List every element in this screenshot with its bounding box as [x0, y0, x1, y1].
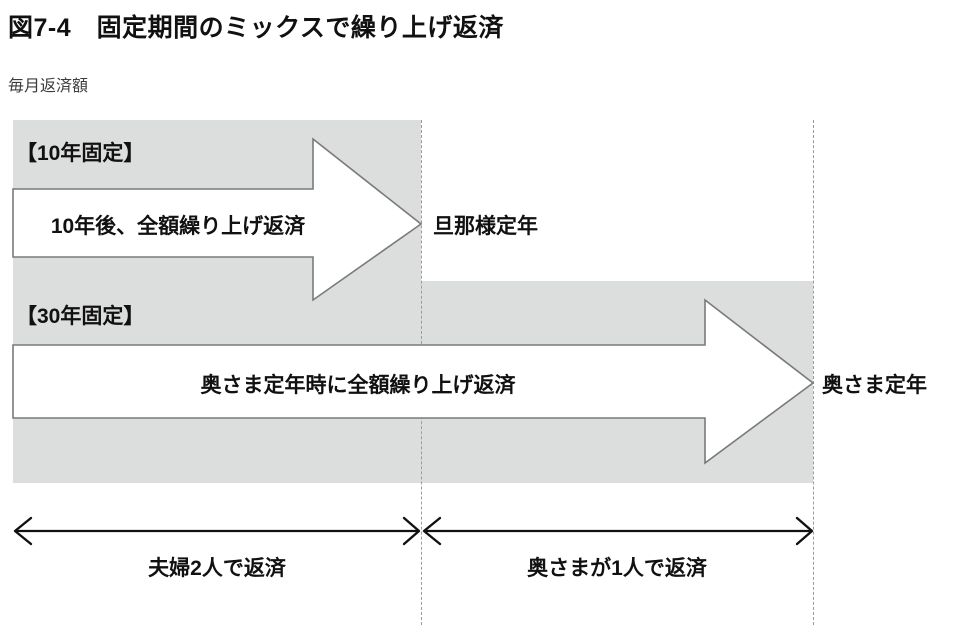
measure-arrowhead-wife-left [422, 516, 442, 546]
arrow-10y-fixed-shape [12, 137, 423, 302]
arrow-label-30y-fixed: 奥さま定年時に全額繰り上げ返済 [200, 374, 516, 397]
period-label-wife-only: 奥さまが1人で返済 [527, 557, 707, 580]
period-label-couple: 夫婦2人で返済 [148, 557, 286, 580]
y-axis-caption: 毎月返済額 [8, 78, 89, 95]
arrow-30y-fixed-shape [12, 298, 815, 465]
bar-tag-30y-fixed: 【30年固定】 [16, 305, 145, 328]
measure-arrowhead-couple-left [13, 516, 33, 546]
milestone-label-husband-retirement: 旦那様定年 [433, 215, 538, 238]
arrow-label-10y-fixed: 10年後、全額繰り上げ返済 [50, 215, 306, 238]
figure-title: 図7-4 固定期間のミックスで繰り上げ返済 [8, 14, 504, 42]
measure-arrowhead-wife-right [795, 516, 814, 546]
measure-arrowhead-couple-right [402, 516, 421, 546]
bar-tag-10y-fixed: 【10年固定】 [16, 142, 145, 165]
milestone-guide-wife-retirement [813, 120, 814, 625]
milestone-label-wife-retirement: 奥さま定年 [822, 374, 927, 397]
